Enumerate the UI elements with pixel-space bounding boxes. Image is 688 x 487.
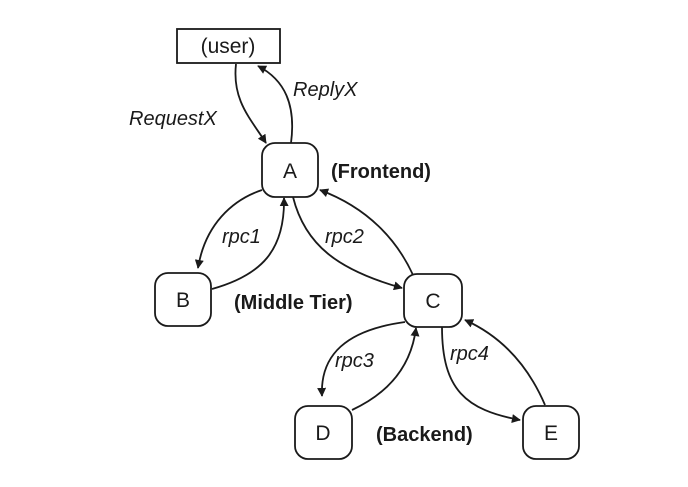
edge-rpc3-call	[317, 321, 406, 397]
tier-label-frontend: (Frontend)	[331, 161, 431, 183]
node-c: C	[403, 273, 463, 328]
edge-rpc4-return	[464, 319, 546, 406]
edge-label-rpc2: rpc2	[325, 226, 364, 248]
node-user: (user)	[176, 28, 281, 64]
edge-rpc3-return	[351, 327, 420, 411]
edge-label-reply: ReplyX	[293, 79, 358, 101]
tier-label-middle: (Middle Tier)	[234, 292, 353, 314]
edge-reply	[257, 65, 293, 144]
node-c-label: C	[425, 290, 440, 313]
node-d: D	[294, 405, 353, 460]
edge-rpc1-return	[211, 197, 289, 290]
edge-rpc4-call	[441, 326, 521, 423]
node-a: A	[261, 142, 319, 198]
edge-label-rpc1: rpc1	[222, 226, 261, 248]
edge-rpc2-call	[292, 196, 403, 291]
node-b: B	[154, 272, 212, 327]
node-e-label: E	[544, 422, 558, 445]
edge-label-request: RequestX	[129, 108, 217, 130]
node-user-label: (user)	[201, 35, 256, 58]
edge-rpc1-call	[194, 189, 263, 269]
node-d-label: D	[315, 422, 330, 445]
node-a-label: A	[283, 160, 297, 183]
edge-label-rpc4: rpc4	[450, 343, 489, 365]
tier-label-backend: (Backend)	[376, 424, 473, 446]
node-e: E	[522, 405, 580, 460]
edge-rpc2-return	[319, 188, 414, 276]
edge-request	[234, 63, 267, 144]
node-b-label: B	[176, 289, 190, 312]
edge-label-rpc3: rpc3	[335, 350, 374, 372]
